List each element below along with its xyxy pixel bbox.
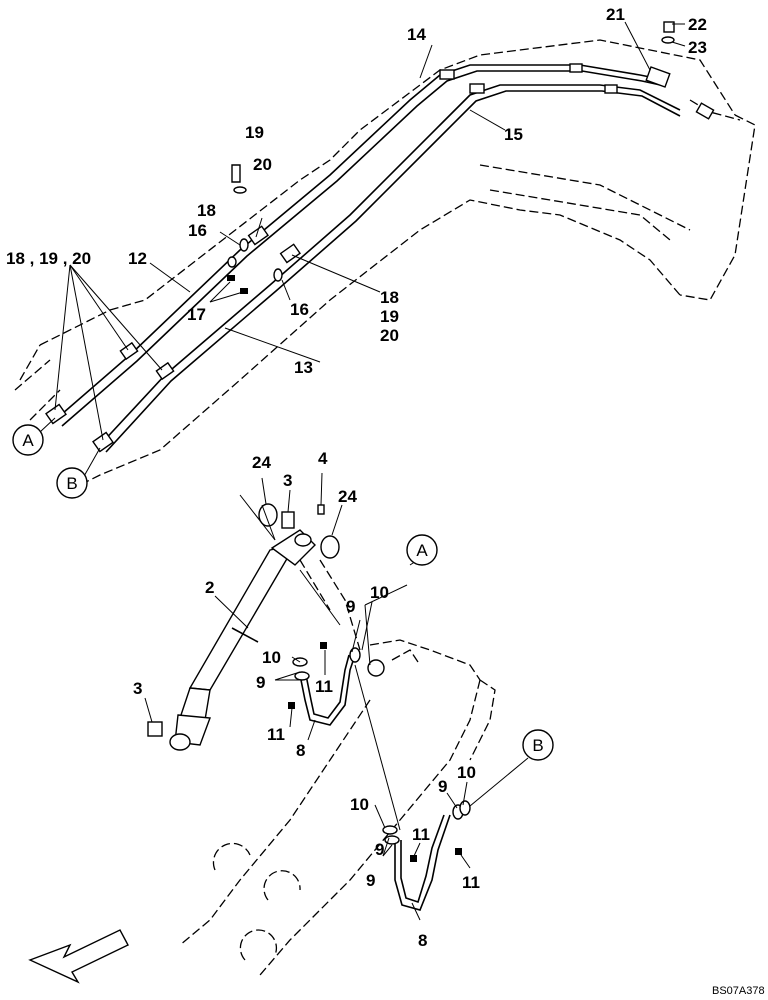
label-10c: 10 [457, 763, 476, 782]
front-direction-arrow-icon [28, 929, 129, 984]
hose-lower-a [299, 654, 356, 726]
leader-lines-lower [144, 472, 529, 921]
label-16: 16 [188, 221, 207, 240]
clamp-set [45, 63, 715, 453]
label-20b: 20 [380, 326, 399, 345]
label-22: 22 [688, 15, 707, 34]
bolts-17 [227, 275, 248, 294]
label-19b: 19 [380, 307, 399, 326]
lower-parts [147, 503, 471, 862]
svg-text:B: B [532, 736, 543, 755]
cylinder-2 [169, 529, 316, 751]
label-4: 4 [318, 449, 328, 468]
label-3a: 3 [283, 471, 292, 490]
label-9b: 9 [256, 673, 265, 692]
label-18: 18 [197, 201, 216, 220]
label-2: 2 [205, 578, 214, 597]
label-3b: 3 [133, 679, 142, 698]
label-9e: 9 [366, 871, 375, 890]
label-11b: 11 [267, 725, 285, 744]
label-12: 12 [128, 249, 147, 268]
label-20: 20 [253, 155, 272, 174]
label-18b: 18 [380, 288, 399, 307]
label-18-19-20: 18 , 19 , 20 [6, 249, 91, 268]
label-11a: 11 [315, 677, 333, 696]
label-23: 23 [688, 38, 707, 57]
svg-text:B: B [66, 474, 77, 493]
label-9c: 9 [438, 777, 447, 796]
label-13: 13 [294, 358, 313, 377]
svg-text:A: A [416, 541, 428, 560]
svg-text:A: A [22, 431, 34, 450]
label-10b: 10 [262, 648, 281, 667]
label-16b: 16 [290, 300, 309, 319]
label-11c: 11 [412, 825, 430, 844]
label-24b: 24 [338, 487, 357, 506]
label-21: 21 [606, 5, 625, 24]
label-10a: 10 [370, 583, 389, 602]
drawing-code: BS07A378 [712, 985, 765, 997]
label-8b: 8 [418, 931, 427, 950]
label-24a: 24 [252, 453, 271, 472]
marker-a-mid: A [406, 534, 438, 566]
label-9d: 9 [375, 840, 384, 859]
label-17: 17 [187, 305, 206, 324]
label-9a: 9 [346, 597, 355, 616]
boom-outline [14, 39, 756, 491]
pipe-13-15 [99, 84, 681, 453]
part-labels: 14 15 21 22 23 19 20 18 16 18 , 19 , 20 … [6, 5, 707, 950]
marker-a-top: A [12, 424, 44, 456]
pipe-12-14 [54, 64, 666, 427]
bolt-19 [231, 164, 247, 194]
label-11d: 11 [462, 873, 480, 892]
hose-lower-b [394, 814, 451, 911]
marker-b-mid: B [522, 729, 554, 761]
label-10d: 10 [350, 795, 369, 814]
marker-b-top: B [56, 467, 88, 499]
washers-16 [227, 238, 283, 282]
label-19: 19 [245, 123, 264, 142]
bolt-22 [661, 21, 675, 44]
label-15: 15 [504, 125, 523, 144]
leader-lines-upper [39, 21, 686, 479]
arm-outline [179, 559, 496, 976]
label-8a: 8 [296, 741, 305, 760]
label-14: 14 [407, 25, 426, 44]
